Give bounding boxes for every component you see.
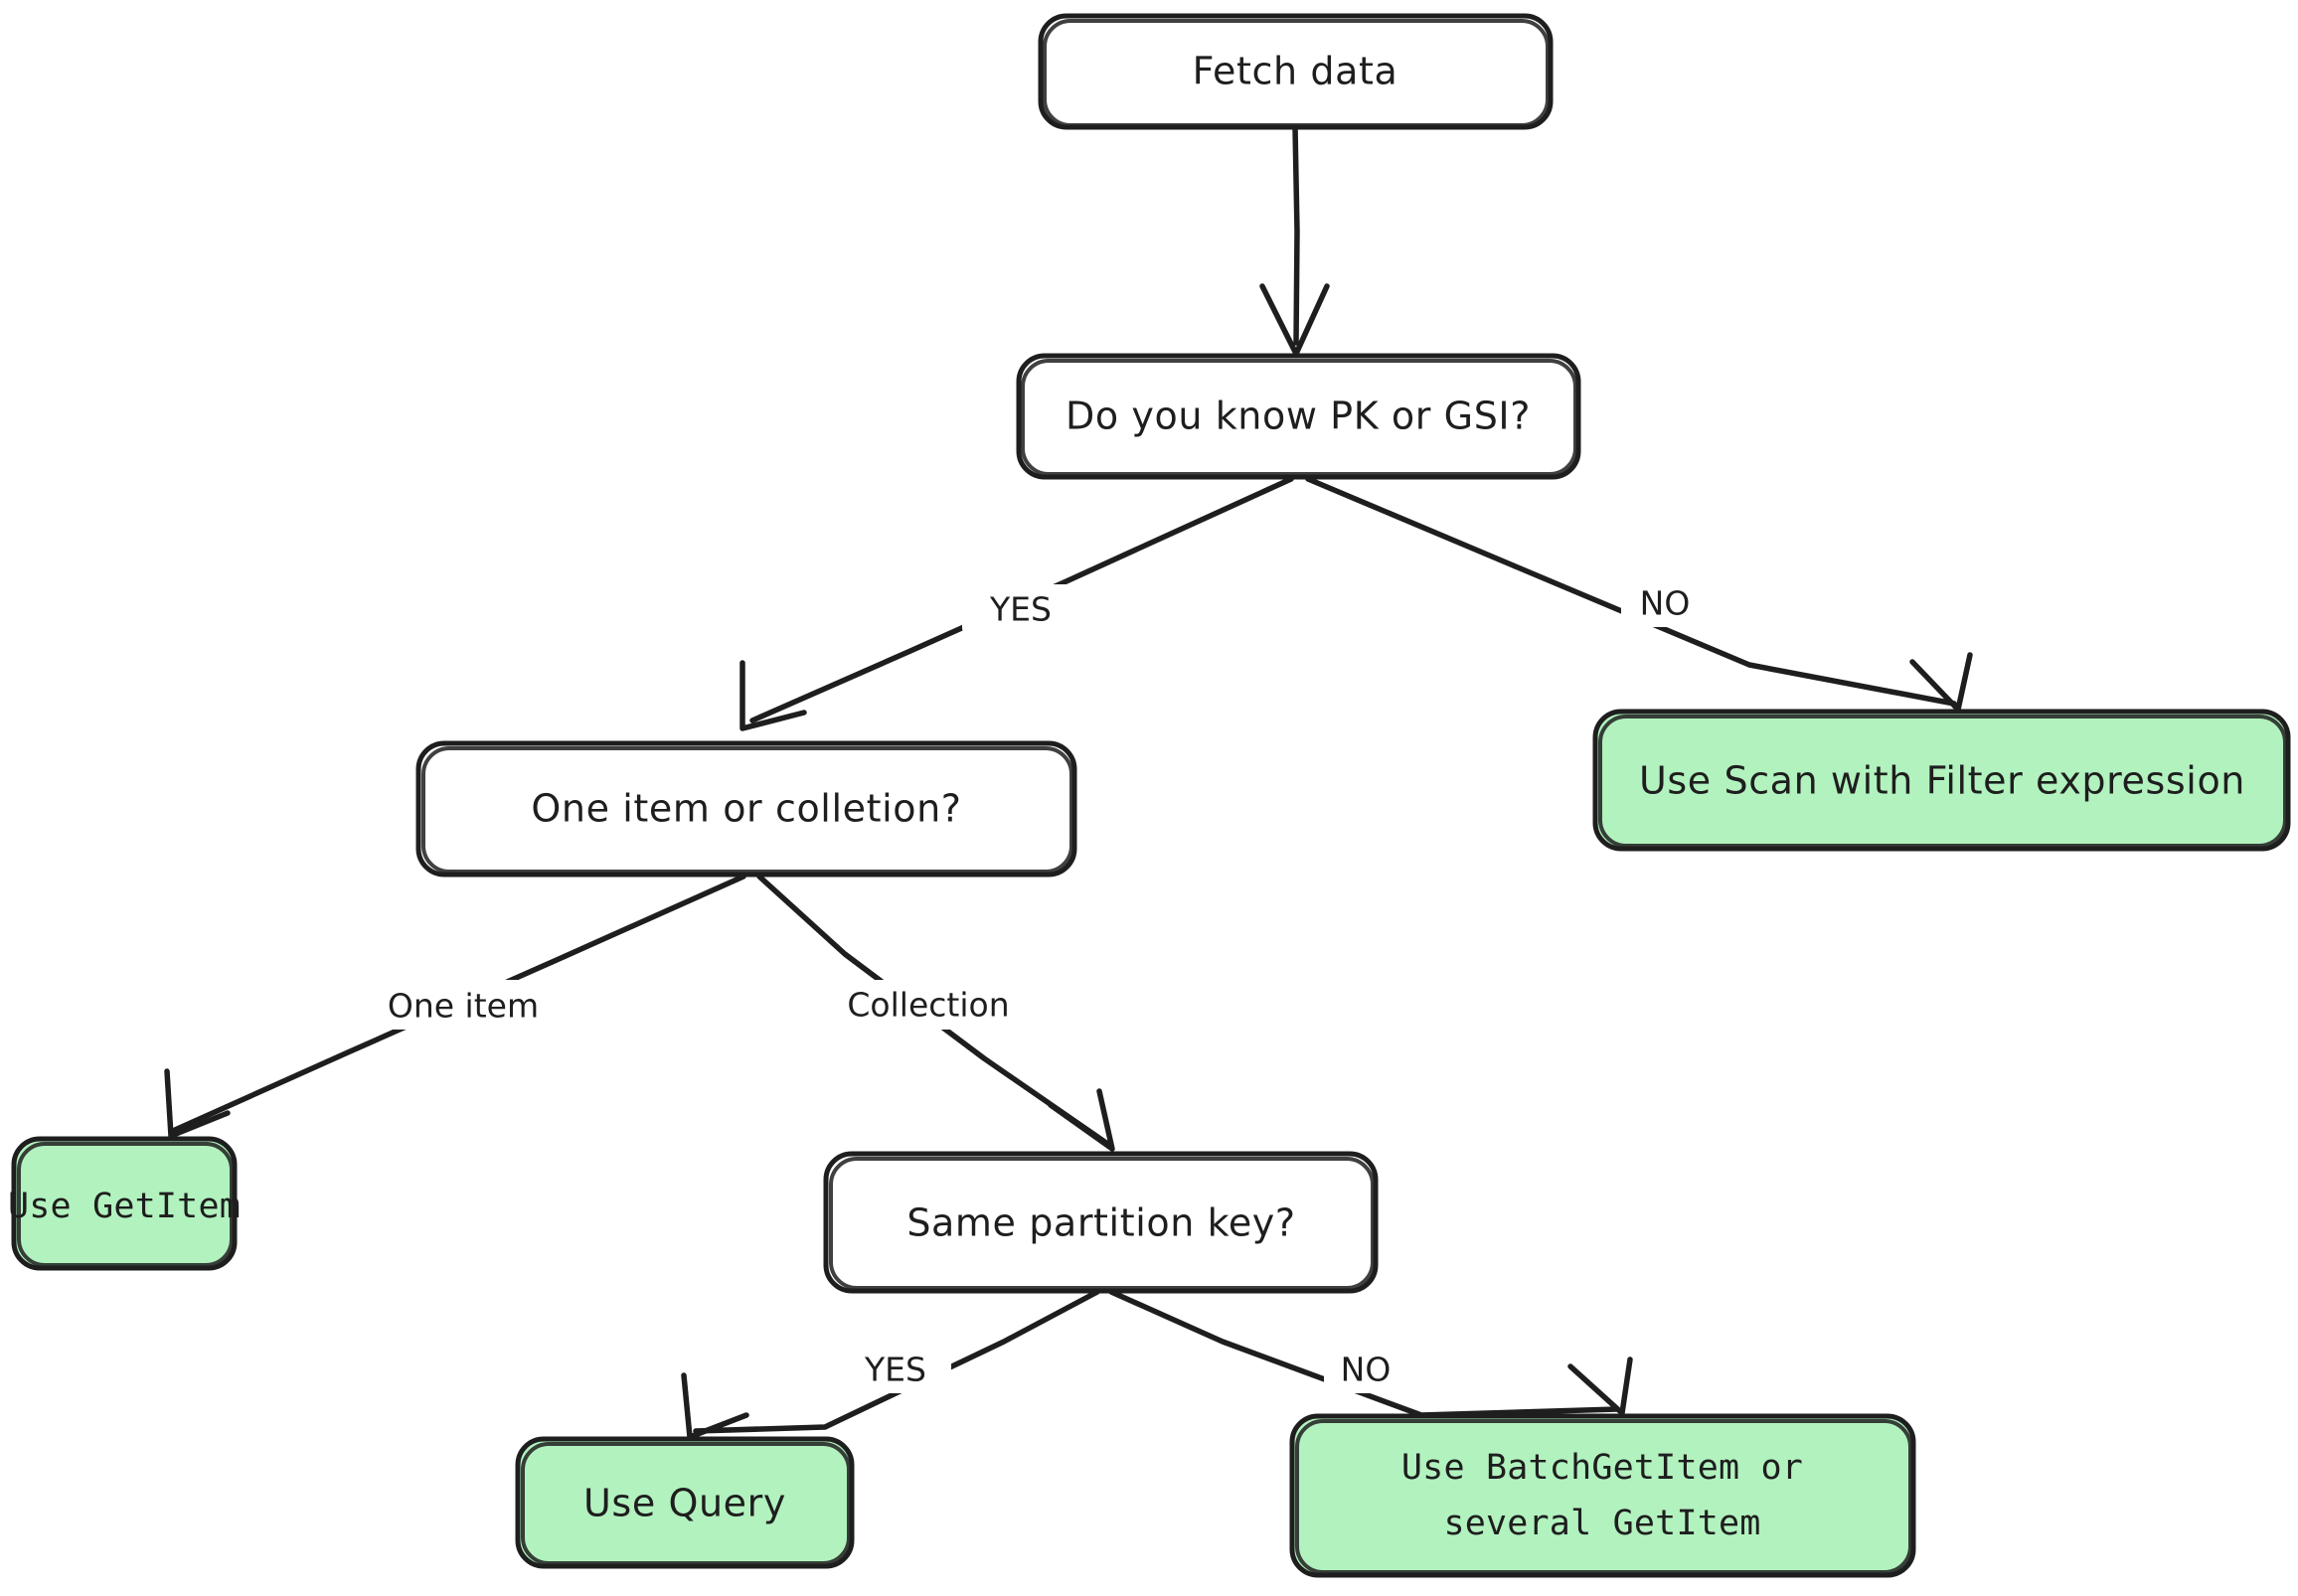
node-batch-get-item-sketch-stroke (1295, 1419, 1912, 1574)
edge-one-or-collection-to-get-item: One item (164, 874, 746, 1139)
node-one-or-collection[interactable]: One item or colletion? (415, 740, 1077, 878)
node-get-item-box[interactable] (11, 1136, 238, 1271)
edge-label-one-item: One item (388, 987, 539, 1026)
node-batch-get-item[interactable]: Use BatchGetItem or several GetItem (1289, 1413, 1916, 1578)
node-use-query[interactable]: Use Query (515, 1436, 855, 1569)
edge-label-collection: Collection (847, 986, 1009, 1025)
node-know-pk-gsi[interactable]: Do you know PK or GSI? (1016, 353, 1581, 480)
edge-know-pk-gsi-to-scan-filter: NO (1305, 476, 1973, 713)
node-one-or-collection-box[interactable] (415, 740, 1077, 878)
node-same-partition-key[interactable]: Same partition key? (823, 1151, 1379, 1294)
edge-same-partition-key-to-batch-get-item: NO (1108, 1289, 1633, 1418)
node-batch-get-item-label-line2: several GetItem (1443, 1504, 1760, 1543)
node-same-partition-key-label: Same partition key? (906, 1201, 1295, 1245)
node-batch-get-item-label-line1: Use BatchGetItem or (1401, 1448, 1803, 1488)
edge-know-pk-gsi-to-one-or-collection: YES (739, 476, 1294, 731)
node-same-partition-key-box[interactable] (823, 1151, 1379, 1294)
edge-label-no-top: NO (1640, 584, 1691, 623)
edge-layer: YES NO One item Collection (164, 124, 1973, 1440)
edge-label-bg-collection (835, 980, 1026, 1030)
node-batch-get-item-box[interactable] (1289, 1413, 1916, 1578)
edge-label-bg-yes-bottom (840, 1346, 951, 1393)
edge-fetch-data-to-know-pk-gsi (1259, 124, 1330, 357)
node-use-query-box[interactable] (515, 1436, 855, 1569)
edge-label-no-bottom: NO (1341, 1351, 1392, 1389)
node-know-pk-gsi-sketch-stroke (1021, 359, 1577, 476)
edge-one-or-collection-to-same-partition-key: Collection (756, 874, 1115, 1152)
node-scan-filter-box[interactable] (1592, 709, 2291, 852)
node-use-query-label: Use Query (583, 1482, 786, 1525)
node-one-or-collection-label: One item or colletion? (531, 787, 961, 831)
node-scan-filter-sketch-stroke (1598, 715, 2287, 848)
node-one-or-collection-sketch-stroke (421, 746, 1073, 874)
edge-label-bg-no-bottom (1324, 1346, 1409, 1393)
node-get-item-label: Use GetItem (8, 1187, 241, 1226)
node-scan-filter-label: Use Scan with Filter expression (1639, 759, 2245, 803)
node-fetch-data[interactable]: Fetch data (1038, 13, 1554, 130)
node-get-item-sketch-stroke (17, 1142, 234, 1267)
node-fetch-data-label: Fetch data (1193, 50, 1398, 93)
edge-label-bg-no-top (1621, 579, 1711, 627)
node-scan-filter[interactable]: Use Scan with Filter expression (1592, 709, 2291, 852)
edge-label-yes-top: YES (989, 590, 1052, 629)
node-use-query-sketch-stroke (521, 1442, 851, 1565)
edge-same-partition-key-to-use-query: YES (681, 1289, 1100, 1440)
node-same-partition-key-sketch-stroke (829, 1157, 1375, 1290)
edge-label-yes-bottom: YES (864, 1351, 926, 1389)
node-fetch-data-sketch-stroke (1043, 19, 1550, 127)
node-know-pk-gsi-label: Do you know PK or GSI? (1066, 395, 1531, 438)
node-get-item[interactable]: Use GetItem (8, 1136, 241, 1271)
edge-label-bg-yes-top (962, 584, 1079, 634)
node-know-pk-gsi-box[interactable] (1016, 353, 1581, 480)
edge-label-bg-one-item (371, 980, 556, 1030)
